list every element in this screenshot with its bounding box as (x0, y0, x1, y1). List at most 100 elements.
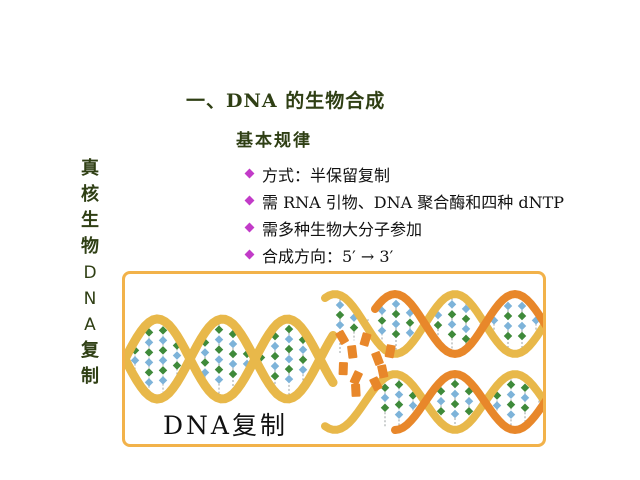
nucleotide-base (130, 356, 140, 365)
nucleotide-base (298, 345, 308, 354)
nucleotide-base (158, 346, 168, 355)
nucleotide-base (433, 320, 443, 330)
bullet-list: 方式：半保留复制 需 RNA 引物、DNA 聚合酶和四种 dNTP 需多种生物大… (244, 160, 564, 268)
nucleotide-base (335, 300, 345, 310)
bullet-item: 需 RNA 引物、DNA 聚合酶和四种 dNTP (244, 187, 564, 214)
bullet-item: 合成方向：5′ → 3′ (244, 241, 564, 268)
nucleotide-base (408, 401, 418, 410)
nucleotide-base (517, 331, 527, 341)
nucleotide-base (158, 376, 168, 385)
nucleotide-base (214, 365, 224, 374)
nucleotide-base (450, 379, 460, 389)
nucleotide-base (517, 311, 527, 321)
nucleotide-base (391, 319, 401, 329)
nucleotide-base (200, 348, 210, 357)
slide-subtitle: 基本规律 (236, 131, 312, 151)
side-char: 生 (81, 210, 99, 231)
bullet-item: 需多种生物大分子参加 (244, 214, 564, 241)
nucleotide-base (144, 358, 154, 367)
side-char: A (84, 315, 96, 335)
nucleotide-base (228, 359, 238, 369)
nucleotide-base (284, 364, 294, 374)
diamond-bullet-icon (244, 168, 255, 179)
nucleotide-base (503, 301, 513, 311)
diamond-bullet-icon (244, 222, 255, 233)
nucleotide-base (447, 300, 457, 309)
daughter-strand-old (321, 290, 543, 358)
side-char: 复 (81, 340, 99, 361)
nucleotide-base (436, 406, 446, 416)
nucleotide-base (335, 320, 345, 330)
nucleotide-base (377, 326, 387, 335)
nucleotide-base (228, 339, 238, 349)
nucleotide-base (172, 351, 182, 360)
nucleotide-base (284, 374, 294, 384)
nucleotide-base (461, 324, 471, 334)
diamond-bullet-icon (244, 249, 255, 260)
nucleotide-base (464, 396, 474, 406)
nucleotide-base (298, 355, 308, 364)
nucleotide-base (391, 309, 401, 319)
bullet-text: 需 RNA 引物、DNA 聚合酶和四种 dNTP (262, 192, 565, 212)
bullet-text: 合成方向：5′ → 3′ (262, 246, 394, 266)
nucleotide-base (436, 396, 446, 406)
parent-strand (125, 314, 338, 404)
nucleotide-base (517, 321, 527, 331)
nucleotide-base (228, 349, 238, 359)
nucleotide-base (380, 403, 390, 412)
nucleotide-base (214, 355, 224, 364)
bullet-text: 需多种生物大分子参加 (262, 219, 423, 239)
free-nucleotide (349, 370, 363, 386)
nucleotide-base (144, 338, 154, 347)
nucleotide-base (172, 361, 182, 370)
nucleotide-base (144, 348, 154, 357)
nucleotide-base (506, 390, 516, 399)
nucleotide-base (298, 365, 308, 374)
nucleotide-base (394, 390, 404, 399)
nucleotide-base (284, 354, 294, 364)
nucleotide-base (447, 320, 457, 329)
free-nucleotide (338, 362, 348, 376)
nucleotide-base (503, 331, 513, 341)
nucleotide-base (506, 380, 516, 389)
parent-strand (125, 314, 338, 404)
nucleotide-base (503, 311, 513, 321)
nucleotide-base (520, 393, 530, 402)
nucleotide-base (214, 325, 224, 334)
nucleotide-base (144, 368, 154, 377)
nucleotide-base (461, 314, 471, 324)
nucleotide-base (391, 329, 401, 339)
dna-replication-figure: DNA复制 (122, 271, 546, 447)
nucleotide-base (270, 341, 280, 351)
nucleotide-base (284, 344, 294, 354)
nucleotide-base (214, 335, 224, 344)
nucleotide-base (520, 403, 530, 412)
nucleotide-base (447, 330, 457, 339)
nucleotide-base (450, 409, 460, 419)
free-nucleotide (351, 383, 361, 397)
nucleotide-base (270, 361, 280, 371)
free-nucleotide (371, 351, 384, 366)
nucleotide-base (391, 299, 401, 309)
nucleotide-base (200, 358, 210, 367)
nucleotide-base (335, 310, 345, 320)
daughter-strand-new (391, 369, 543, 435)
nucleotide-base (503, 321, 513, 331)
side-char: 核 (81, 184, 99, 205)
nucleotide-base (380, 393, 390, 402)
nucleotide-base (158, 336, 168, 345)
free-nucleotide (335, 329, 349, 345)
nucleotide-base (144, 378, 154, 387)
nucleotide-base (506, 410, 516, 419)
nucleotide-base (214, 345, 224, 354)
nucleotide-base (158, 366, 168, 375)
free-nucleotide (384, 344, 396, 359)
side-char: 物 (81, 236, 99, 257)
nucleotide-base (284, 324, 294, 334)
slide-title: 一、DNA 的生物合成 (186, 90, 386, 112)
diamond-bullet-icon (244, 195, 255, 206)
free-nucleotide (359, 332, 372, 347)
nucleotide-base (450, 389, 460, 399)
vertical-side-label: 真 核 生 物 D N A 复 制 (72, 156, 108, 390)
nucleotide-base (405, 328, 415, 338)
